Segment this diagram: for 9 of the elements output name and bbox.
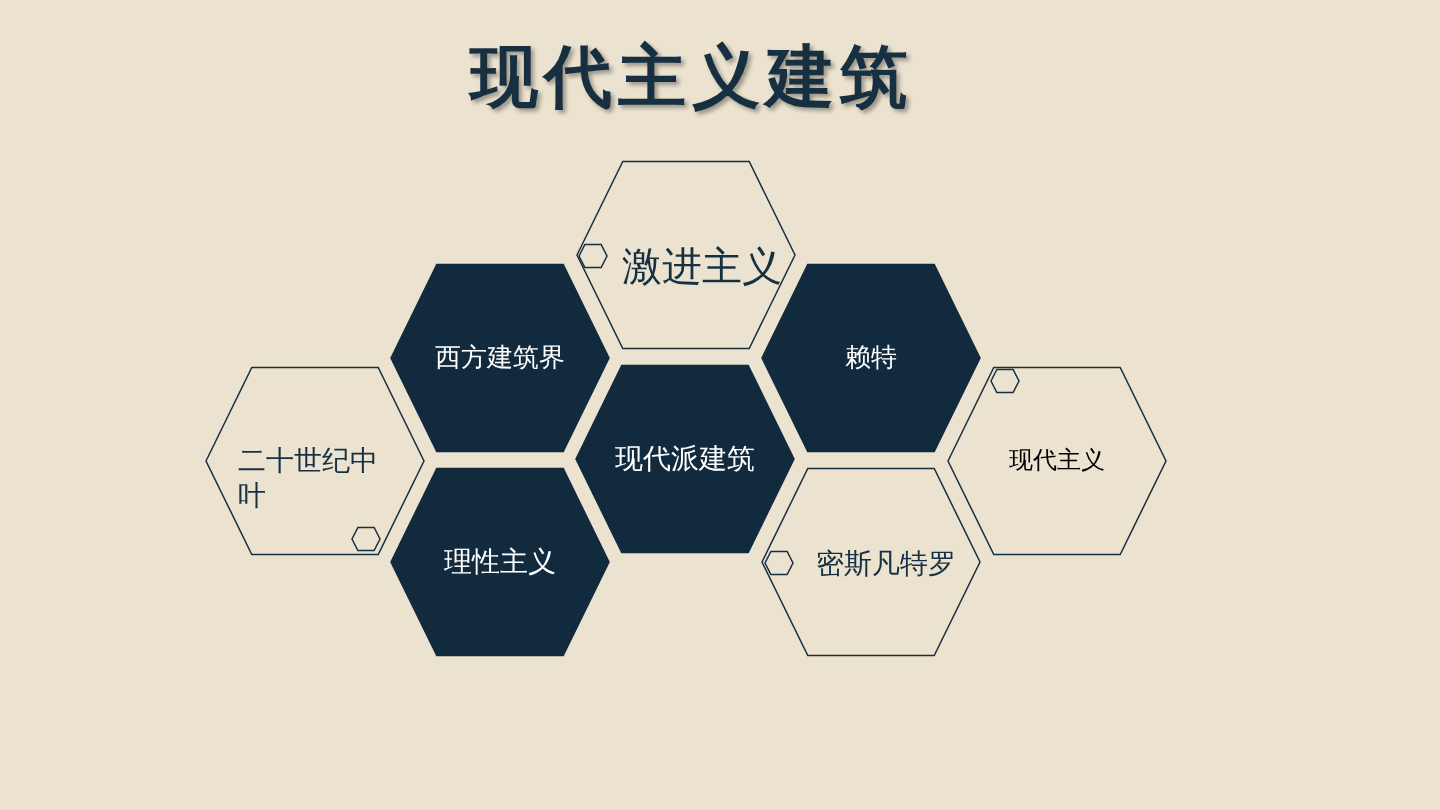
hexagon-label: 密斯凡特罗 bbox=[815, 546, 957, 581]
hexagon-label: 现代派建筑 bbox=[614, 440, 756, 476]
hexagon-label: 西方建筑界 bbox=[434, 341, 566, 374]
hexagon-label: 激进主义 bbox=[621, 242, 783, 291]
hexagon-label: 赖特 bbox=[844, 341, 898, 374]
slide-title: 现代主义建筑 bbox=[467, 35, 915, 118]
hexagon-label: 理性主义 bbox=[443, 543, 557, 579]
hexagon-label: 现代主义 bbox=[1008, 445, 1106, 476]
hexagon-label: 二十世纪中叶 bbox=[238, 443, 379, 513]
